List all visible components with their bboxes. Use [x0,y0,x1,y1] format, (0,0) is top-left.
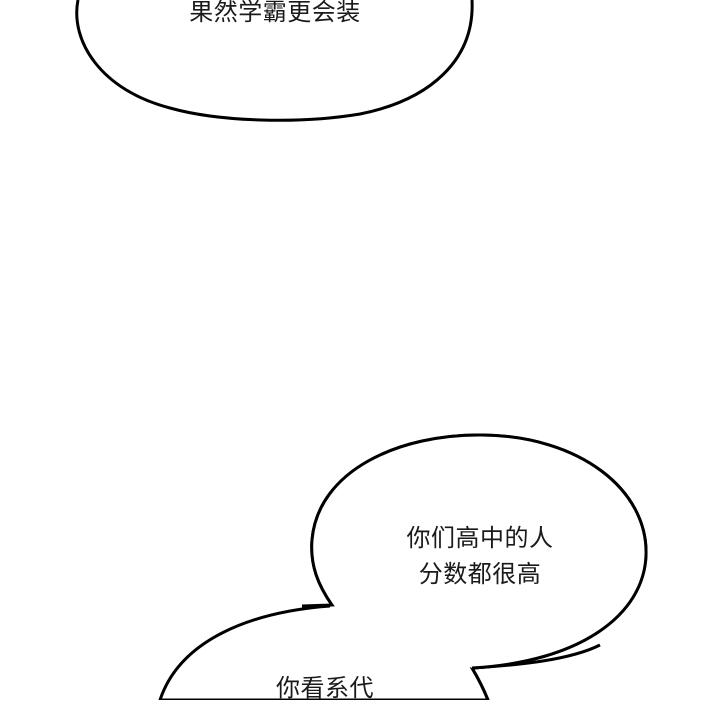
bubble-bottom-line-1: 你看系代 [276,674,374,702]
bubble-bottom-text: 你看系代 [220,670,430,706]
bubble-right-text: 你们高中的人 分数都很高 [360,520,600,592]
bubble-top-line-1: 果然学霸更会装 [189,0,361,26]
bubble-right-outline [301,433,648,670]
bubble-top-shape [75,0,474,122]
bubble-top-text: 果然学霸更会装 [120,0,430,30]
bubble-right-line-2: 分数都很高 [418,560,542,588]
bubble-right-fill [311,434,647,668]
bubble-right-line-1: 你们高中的人 [406,524,554,552]
